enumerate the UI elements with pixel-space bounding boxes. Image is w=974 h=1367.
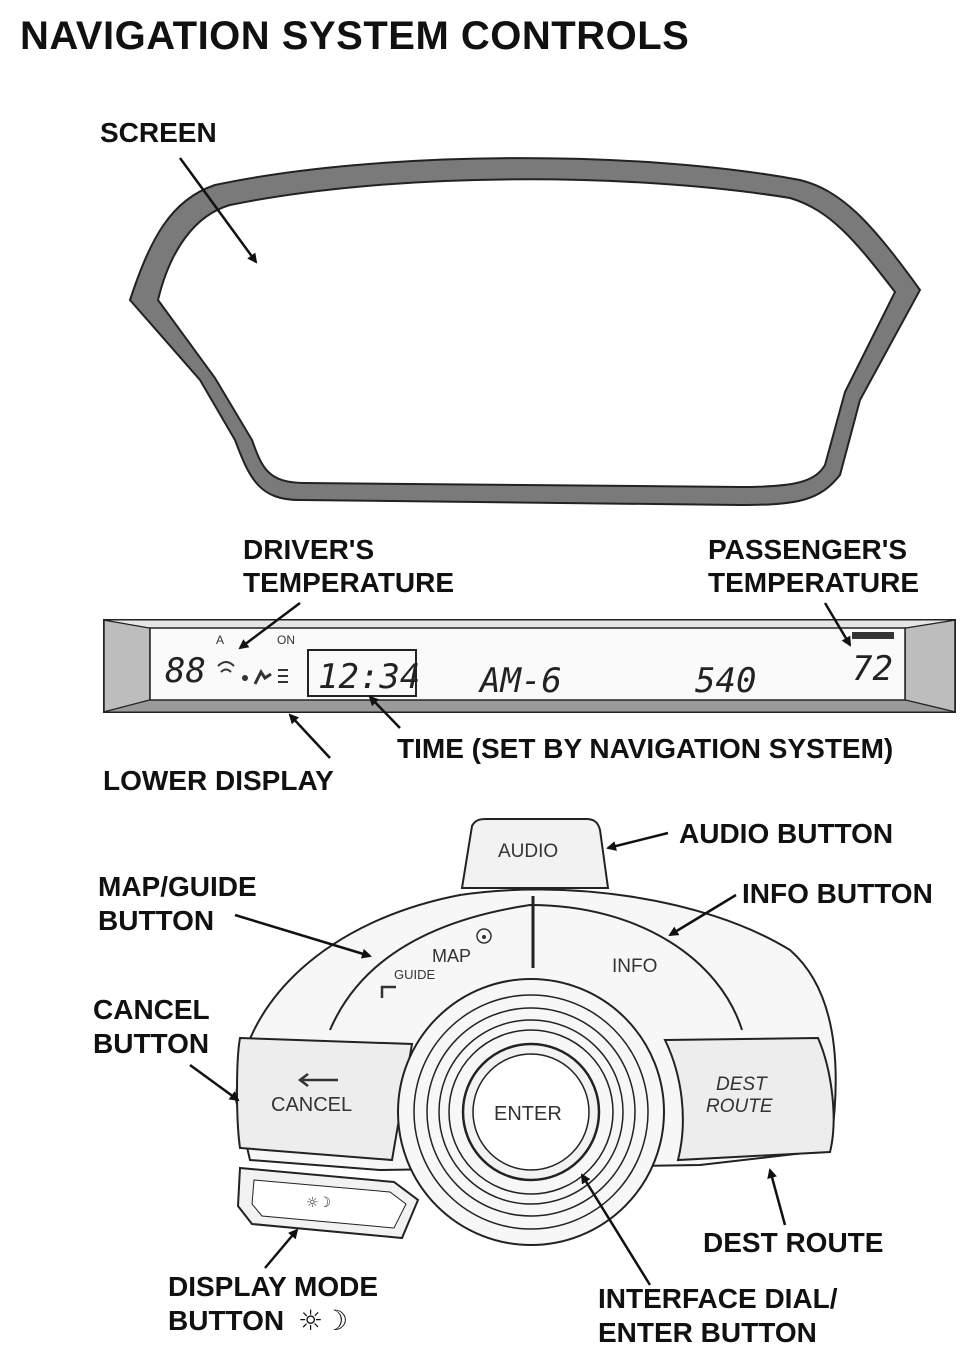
- fan-mode-icons: [217, 661, 288, 685]
- indicator-a: A: [216, 633, 224, 647]
- dest-label: DEST: [716, 1074, 768, 1095]
- screen-callout: SCREEN: [100, 117, 217, 148]
- info-button-callout: INFO BUTTON: [742, 878, 933, 909]
- display-mode-icon: ☼☽: [306, 1195, 331, 1211]
- lower-display-callout: LOWER DISPLAY: [103, 765, 334, 796]
- driver-temp-readout: 88: [165, 651, 206, 691]
- passenger-temp-readout: 72: [852, 649, 893, 689]
- enter-label: ENTER: [494, 1103, 562, 1125]
- map-icon: [476, 928, 492, 944]
- back-arrow-icon: [297, 1073, 338, 1087]
- interface-dial-callout-line2: ENTER BUTTON: [598, 1317, 817, 1348]
- route-label: ROUTE: [706, 1096, 773, 1117]
- map-guide-callout-line1: MAP/GUIDE: [98, 871, 257, 902]
- time-callout: TIME (SET BY NAVIGATION SYSTEM): [397, 733, 894, 764]
- sun-moon-icon: ☼☽: [297, 1304, 349, 1337]
- audio-button[interactable]: [460, 818, 610, 889]
- passenger-temp-bar: [852, 632, 894, 639]
- interface-dial-callout-line1: INTERFACE DIAL/: [598, 1283, 838, 1314]
- dest-route-callout: DEST ROUTE: [703, 1227, 884, 1258]
- screen: [128, 157, 922, 507]
- display-mode-button[interactable]: [236, 1166, 420, 1240]
- turn-arrow-icon: [380, 985, 396, 998]
- page-title: NAVIGATION SYSTEM CONTROLS: [20, 14, 690, 58]
- cancel-label: CANCEL: [271, 1094, 352, 1116]
- audio-button-callout: AUDIO BUTTON: [679, 818, 894, 849]
- drivers-temp-callout-line2: TEMPERATURE: [243, 567, 455, 598]
- cancel-callout-line2: BUTTON: [93, 1028, 210, 1059]
- display-mode-callout-line2: BUTTON ☼☽: [168, 1304, 348, 1337]
- display-mode-callout-text: BUTTON: [168, 1305, 285, 1336]
- audio-button-label: AUDIO: [498, 841, 558, 862]
- drivers-temp-callout-line1: DRIVER'S: [243, 534, 375, 565]
- passengers-temp-callout-line2: TEMPERATURE: [708, 567, 920, 598]
- info-label: INFO: [612, 956, 657, 977]
- time-readout: 12:34: [318, 657, 420, 697]
- indicator-on: ON: [277, 633, 295, 647]
- radio-band-readout: AM-6: [478, 661, 562, 701]
- enter-button[interactable]: [461, 1042, 601, 1182]
- passengers-temp-callout-line1: PASSENGER'S: [708, 534, 908, 565]
- lower-display: [103, 619, 956, 713]
- cancel-callout-line1: CANCEL: [93, 994, 210, 1025]
- dest-route-button[interactable]: [663, 1036, 835, 1162]
- cancel-button[interactable]: [236, 1036, 414, 1162]
- map-guide-callout-line2: BUTTON: [98, 905, 215, 936]
- callout-arrows: [178, 157, 852, 1286]
- display-mode-callout-line1: DISPLAY MODE: [168, 1271, 379, 1302]
- time-box: [307, 649, 417, 697]
- map-label: MAP: [432, 946, 471, 966]
- guide-label: GUIDE: [394, 967, 436, 982]
- frequency-readout: 540: [695, 661, 756, 701]
